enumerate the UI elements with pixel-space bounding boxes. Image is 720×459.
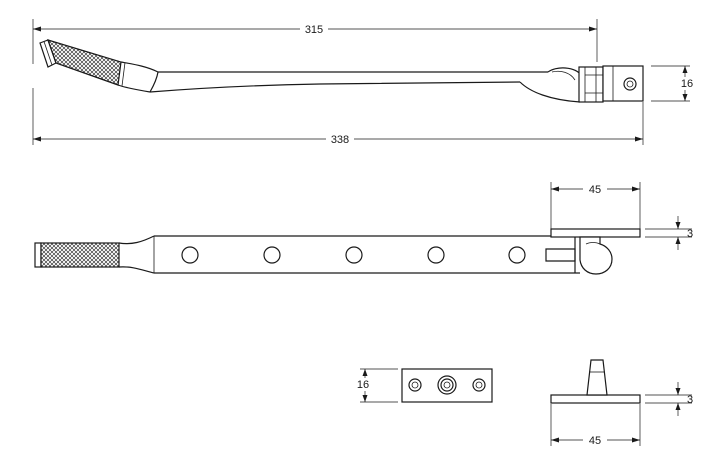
hinge-knuckle: [579, 236, 613, 275]
dimension-338: 338: [33, 132, 643, 146]
stay-arm-top: [39, 39, 644, 103]
top-view: 315 338 16: [32, 19, 697, 146]
side-view: 45 3: [34, 182, 693, 275]
mounting-plate: [550, 228, 641, 238]
dimension-16-plate: 16: [355, 369, 375, 402]
adjustment-hole: [427, 246, 445, 264]
knurled-grip: [40, 242, 120, 268]
dimension-label: 3: [687, 394, 693, 406]
stay-arm-side: [34, 228, 641, 275]
locking-pin: [586, 359, 608, 396]
hinge-bracket: [578, 66, 604, 103]
screw-hole: [623, 77, 637, 91]
knurled-grip: [47, 39, 122, 86]
dimension-label: 3: [687, 228, 693, 240]
dimension-16-top: 16: [677, 66, 697, 101]
pin-plate-base: [550, 394, 641, 404]
screw-hole: [472, 378, 486, 392]
dimension-label: 45: [589, 435, 601, 447]
end-cap: [34, 242, 42, 268]
adjustment-hole: [263, 246, 281, 264]
dimension-label: 16: [681, 78, 693, 90]
screw-hole: [408, 378, 422, 392]
dimension-label: 315: [305, 24, 323, 36]
dimension-label: 338: [331, 134, 349, 146]
end-plate: [602, 65, 644, 102]
dimension-label: 16: [357, 379, 369, 391]
dimension-3-plate: 3: [675, 382, 693, 416]
adjustment-hole: [181, 246, 199, 264]
dimension-label: 45: [589, 184, 601, 196]
pin-base: [437, 375, 457, 395]
adjustment-hole: [345, 246, 363, 264]
dimension-315: 315: [33, 22, 597, 36]
dimension-3-side: 3: [675, 216, 693, 250]
pin-plate-side: 3 45: [550, 359, 693, 447]
slot: [545, 248, 576, 262]
dimension-45-plate: 45: [551, 433, 640, 447]
pin-plate-front: 16: [355, 368, 493, 403]
pin-plate: [401, 368, 493, 403]
dimension-45-side: 45: [551, 182, 640, 196]
adjustment-hole: [508, 246, 526, 264]
